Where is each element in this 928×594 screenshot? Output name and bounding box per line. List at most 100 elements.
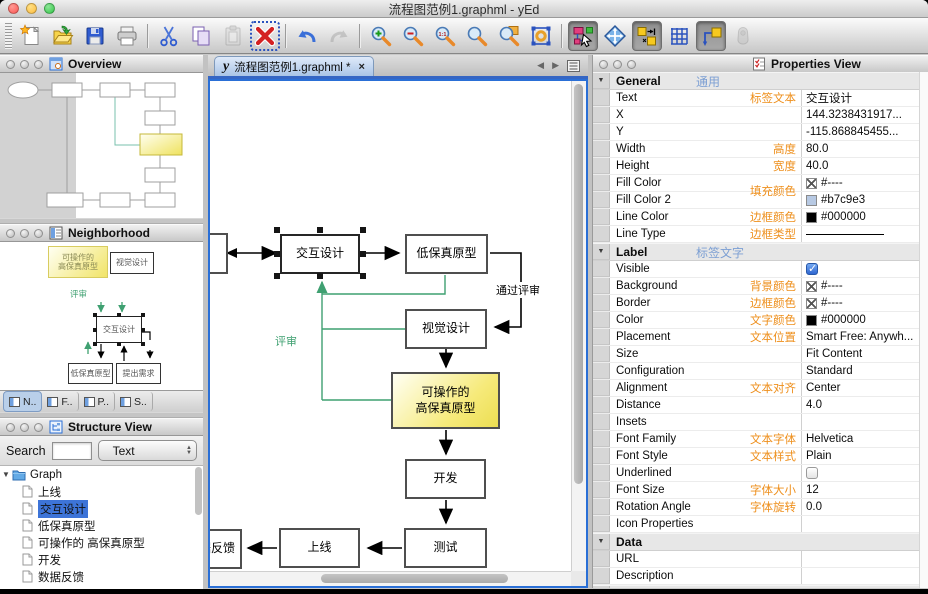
property-value[interactable] — [801, 465, 928, 481]
selection-handle[interactable] — [117, 313, 121, 317]
neighborhood-panel-lights[interactable] — [6, 228, 43, 238]
property-value[interactable]: Fit Content — [801, 346, 928, 362]
panel-tab-P[interactable]: P.. — [79, 392, 115, 411]
section-expander-icon[interactable]: ▼ — [593, 586, 610, 588]
property-value[interactable]: Smart Free: Anywh... — [801, 329, 928, 345]
snap-lines-button[interactable] — [632, 20, 662, 51]
neighborhood-node[interactable]: 可操作的 高保真原型 — [48, 246, 108, 278]
tree-item[interactable]: 低保真原型 — [0, 517, 203, 534]
node-interaction-design[interactable]: 交互设计 — [280, 234, 360, 274]
grid-button[interactable] — [664, 21, 694, 51]
delete-button[interactable] — [250, 20, 280, 51]
edit-mode-button[interactable] — [568, 20, 598, 51]
undo-button[interactable] — [292, 21, 322, 51]
zoom-in-button[interactable] — [366, 21, 396, 51]
selection-handle[interactable] — [317, 227, 323, 233]
vertical-scroll-thumb[interactable] — [574, 84, 583, 484]
search-input[interactable] — [51, 441, 92, 460]
property-value[interactable]: Helvetica — [801, 431, 928, 447]
selection-handle[interactable] — [141, 327, 145, 332]
property-value[interactable]: -115.868845455... — [801, 124, 928, 140]
orthogonal-edges-button[interactable] — [696, 20, 726, 51]
property-value[interactable]: Plain — [801, 448, 928, 464]
checkbox-unchecked[interactable] — [806, 467, 818, 479]
tab-close-button[interactable]: × — [358, 60, 365, 73]
property-value[interactable] — [801, 261, 928, 277]
selection-handle[interactable] — [360, 251, 366, 257]
new-file-button[interactable] — [16, 21, 46, 51]
property-value[interactable]: 0.0 — [801, 499, 928, 515]
property-value[interactable]: 40.0 — [801, 158, 928, 174]
properties-scrollbar[interactable] — [919, 72, 928, 588]
property-value[interactable]: 80.0 — [801, 141, 928, 157]
selection-handle[interactable] — [274, 227, 280, 233]
panel-splitter[interactable] — [0, 412, 203, 418]
selection-handle[interactable] — [317, 273, 323, 279]
property-value[interactable]: #---- — [801, 295, 928, 311]
zoom-actual-size-button[interactable]: 1:1 — [430, 21, 460, 51]
neighborhood-node[interactable]: 提出需求 — [116, 363, 161, 384]
search-filter-select[interactable]: Text ▲▼ — [97, 440, 197, 461]
node-online[interactable]: 上线 — [279, 528, 360, 568]
neighborhood-view[interactable]: 可操作的 高保真原型视觉设计交互设计低保真原型提出需求评审 — [0, 242, 203, 390]
node-hifi-prototype[interactable]: 可操作的 高保真原型 — [391, 372, 500, 429]
navigation-mode-button[interactable] — [600, 21, 630, 51]
neighborhood-node[interactable]: 低保真原型 — [68, 363, 113, 384]
property-value[interactable]: Standard — [801, 363, 928, 379]
property-value[interactable]: 交互设计 — [801, 90, 928, 106]
property-value[interactable] — [801, 414, 928, 430]
checkbox-checked[interactable] — [806, 262, 818, 275]
property-value[interactable] — [801, 568, 928, 584]
dock-divider[interactable] — [203, 55, 208, 588]
selection-handle[interactable] — [93, 342, 97, 346]
property-value[interactable]: 144.3238431917... — [801, 107, 928, 123]
node-test[interactable]: 测试 — [404, 528, 487, 568]
next-tab-button[interactable]: ▶ — [552, 60, 559, 70]
document-tab[interactable]: y 流程图范例1.graphml * × — [214, 56, 374, 76]
zoom-window-button[interactable] — [44, 3, 55, 14]
property-value[interactable]: #000000 — [801, 312, 928, 328]
zoom-out-button[interactable] — [398, 21, 428, 51]
property-value[interactable] — [801, 551, 928, 567]
selection-handle[interactable] — [360, 227, 366, 233]
selection-handle[interactable] — [274, 273, 280, 279]
horizontal-scroll-thumb[interactable] — [321, 574, 508, 583]
selection-handle[interactable] — [93, 327, 97, 332]
selection-handle[interactable] — [141, 342, 145, 346]
zoom-to-selection-button[interactable] — [494, 21, 524, 51]
node-lowfi-prototype[interactable]: 低保真原型 — [405, 234, 488, 274]
section-expander-icon[interactable]: ▼ — [593, 73, 610, 89]
toolbar-grip[interactable] — [5, 22, 12, 49]
expander-icon[interactable]: ▼ — [2, 470, 10, 479]
selection-handle[interactable] — [93, 313, 97, 317]
close-window-button[interactable] — [8, 3, 19, 14]
overview-panel-lights[interactable] — [6, 59, 43, 69]
properties-panel-lights[interactable] — [599, 59, 636, 69]
panel-splitter[interactable] — [0, 218, 203, 224]
open-file-button[interactable] — [48, 21, 78, 51]
property-value[interactable]: Center — [801, 380, 928, 396]
section-expander-icon[interactable]: ▼ — [593, 244, 610, 260]
property-value[interactable]: #b7c9e3 — [801, 192, 928, 208]
panel-tab-S[interactable]: S.. — [115, 392, 153, 411]
section-expander-icon[interactable]: ▼ — [593, 534, 610, 550]
print-button[interactable] — [112, 21, 142, 51]
property-value[interactable]: #000000 — [801, 209, 928, 225]
node-data-feedback[interactable]: 数据反馈 — [210, 529, 242, 569]
tree-item[interactable]: 数据反馈 — [0, 568, 203, 585]
selection-handle[interactable] — [141, 313, 145, 317]
property-value[interactable] — [801, 226, 928, 242]
neighborhood-node[interactable]: 交互设计 — [96, 316, 142, 343]
selection-handle[interactable] — [274, 251, 280, 257]
property-value[interactable]: #---- — [801, 175, 928, 191]
property-value[interactable]: 12 — [801, 482, 928, 498]
neighborhood-node[interactable]: 视觉设计 — [110, 252, 154, 274]
tree-root-graph[interactable]: ▼Graph — [0, 466, 203, 483]
copy-button[interactable] — [186, 21, 216, 51]
tree-item[interactable]: 上线 — [0, 483, 203, 500]
selection-handle[interactable] — [117, 342, 121, 346]
tab-list-button[interactable] — [567, 59, 580, 72]
tree-item[interactable]: 交互设计 — [0, 499, 203, 518]
selection-handle[interactable] — [360, 273, 366, 279]
